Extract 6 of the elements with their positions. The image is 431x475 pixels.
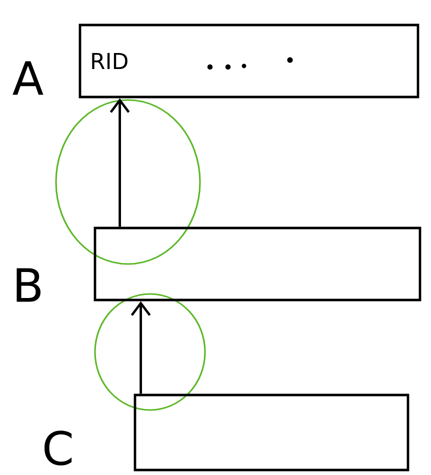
table-box: RID xyxy=(78,24,420,98)
row-letter: A xyxy=(12,61,44,95)
row-letter: C xyxy=(44,430,72,466)
row-letter: B xyxy=(16,268,41,302)
arrow xyxy=(130,301,151,394)
arrow xyxy=(110,98,130,227)
